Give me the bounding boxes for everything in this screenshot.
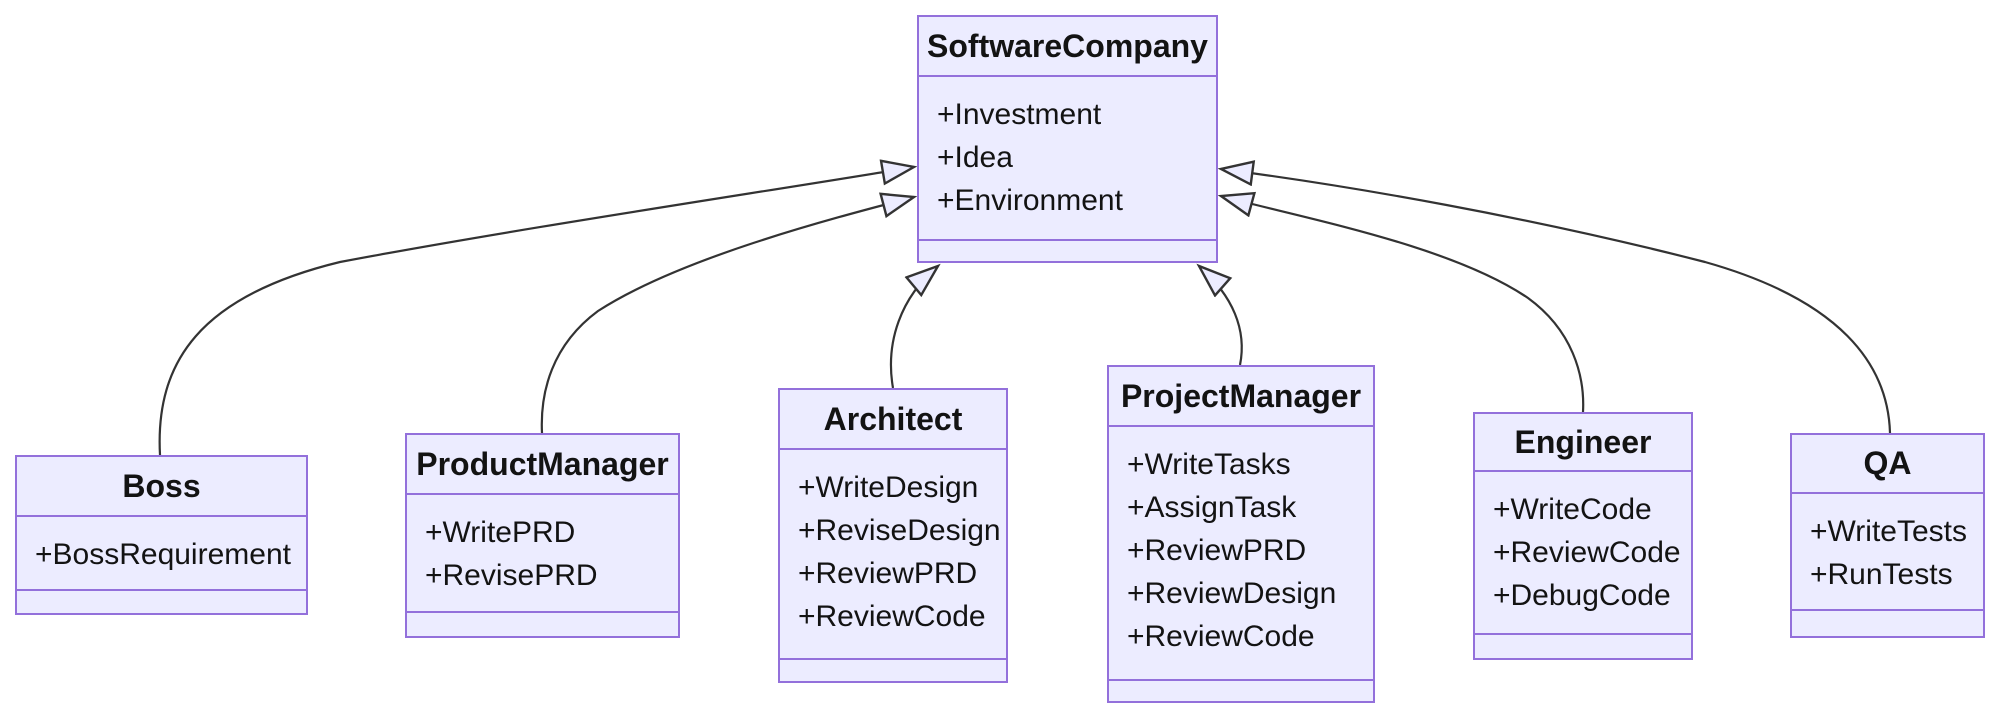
class-box-qa: QA +WriteTests +RunTests <box>1790 433 1985 638</box>
class-attribute: +WriteTasks <box>1127 448 1291 481</box>
class-title: ProjectManager <box>1109 367 1373 427</box>
class-title: Boss <box>17 457 306 517</box>
class-attributes: +WritePRD +RevisePRD <box>407 495 678 611</box>
class-methods-empty <box>407 611 678 636</box>
inheritance-edge-engineer-softwarecompany <box>1221 196 1585 413</box>
class-title: Architect <box>780 390 1006 450</box>
class-attribute: +WriteDesign <box>798 471 979 504</box>
class-attribute: +DebugCode <box>1493 579 1671 612</box>
class-methods-empty <box>1475 633 1691 658</box>
class-methods-empty <box>1109 679 1373 701</box>
class-attribute: +RunTests <box>1810 558 1953 591</box>
class-attribute: +WriteCode <box>1493 493 1652 526</box>
inheritance-edge-boss-softwarecompany <box>158 167 914 456</box>
class-title: Engineer <box>1475 414 1691 472</box>
class-attribute: +AssignTask <box>1127 491 1297 524</box>
class-attribute: +ReviewCode <box>1127 620 1315 653</box>
class-attribute: +Investment <box>937 98 1102 131</box>
class-methods-empty <box>780 658 1006 681</box>
inheritance-edge-qa-softwarecompany <box>1221 169 1892 434</box>
class-box-productmanager: ProductManager +WritePRD +RevisePRD <box>405 433 680 638</box>
class-attributes: +WriteTests +RunTests <box>1792 494 1983 609</box>
class-title: SoftwareCompany <box>919 17 1216 77</box>
class-attribute: +ReviseDesign <box>798 514 1001 547</box>
class-attribute: +WriteTests <box>1810 515 1967 548</box>
class-attribute: +ReviewCode <box>1493 536 1681 569</box>
class-attribute: +ReviewPRD <box>798 557 978 590</box>
class-title: QA <box>1792 435 1983 494</box>
class-attributes: +BossRequirement <box>17 517 306 589</box>
class-box-architect: Architect +WriteDesign +ReviseDesign +Revie… <box>778 388 1008 683</box>
class-box-engineer: Engineer +WriteCode +ReviewCode +DebugCode <box>1473 412 1693 660</box>
inheritance-edge-projectmanager-softwarecompany <box>1199 266 1243 366</box>
class-attributes: +Investment +Idea +Environment <box>919 77 1216 239</box>
class-methods-empty <box>919 239 1216 261</box>
class-title: ProductManager <box>407 435 678 495</box>
class-methods-empty <box>17 589 306 613</box>
inheritance-edge-architect-softwarecompany <box>889 266 938 389</box>
class-attribute: +ReviewPRD <box>1127 534 1307 567</box>
class-methods-empty <box>1792 609 1983 636</box>
class-attribute: +WritePRD <box>425 516 576 549</box>
class-attribute: +ReviewDesign <box>1127 577 1337 610</box>
class-box-softwarecompany: SoftwareCompany +Investment +Idea +Environm… <box>917 15 1218 263</box>
class-box-boss: Boss +BossRequirement <box>15 455 308 615</box>
inheritance-edge-productmanager-softwarecompany <box>540 197 914 434</box>
class-attributes: +WriteDesign +ReviseDesign +ReviewPRD +Revi… <box>780 450 1006 658</box>
class-attribute: +ReviewCode <box>798 600 986 633</box>
class-attribute: +RevisePRD <box>425 559 598 592</box>
class-attributes: +WriteTasks +AssignTask +ReviewPRD +ReviewD… <box>1109 427 1373 679</box>
class-attribute: +BossRequirement <box>35 538 291 571</box>
class-attribute: +Environment <box>937 184 1123 217</box>
class-box-projectmanager: ProjectManager +WriteTasks +AssignTask +Rev… <box>1107 365 1375 703</box>
class-attributes: +WriteCode +ReviewCode +DebugCode <box>1475 472 1691 633</box>
class-attribute: +Idea <box>937 141 1013 174</box>
